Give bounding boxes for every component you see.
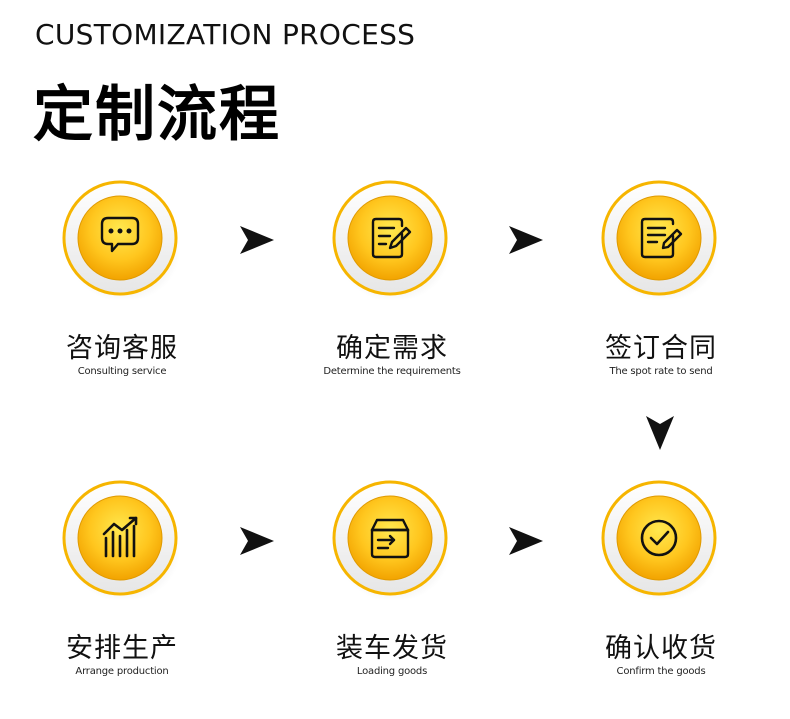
page-title-cn: 定制流程 <box>33 80 281 150</box>
check-circle-icon <box>640 519 678 557</box>
step-title: 咨询客服 <box>66 333 178 364</box>
step-subtitle: Loading goods <box>356 666 428 677</box>
step-subtitle: Consulting service <box>77 366 167 377</box>
step-badge <box>601 180 721 300</box>
step-badge <box>62 180 182 300</box>
step-determine-requirements: 确定需求 Determine the requirements <box>292 180 492 390</box>
production-chart-icon <box>102 516 138 558</box>
contract-sign-icon <box>640 217 683 259</box>
document-edit-icon <box>371 217 412 259</box>
step-subtitle: Confirm the goods <box>616 666 706 677</box>
step-badge <box>332 180 452 300</box>
arrow-right-icon <box>240 226 274 254</box>
step-title: 确认收货 <box>605 633 717 664</box>
step-title: 签订合同 <box>605 333 717 364</box>
step-badge <box>601 480 721 600</box>
step-title: 安排生产 <box>66 633 178 664</box>
step-title: 确定需求 <box>336 333 448 364</box>
step-subtitle: The spot rate to send <box>609 366 713 377</box>
step-loading-goods: 装车发货 Loading goods <box>292 480 492 690</box>
step-sign-contract: 签订合同 The spot rate to send <box>561 180 761 390</box>
step-badge <box>62 480 182 600</box>
step-subtitle: Determine the requirements <box>323 366 461 377</box>
arrow-down-icon <box>646 416 674 450</box>
step-arrange-production: 安排生产 Arrange production <box>22 480 222 690</box>
arrow-right-icon <box>509 226 543 254</box>
page-title-en: CUSTOMIZATION PROCESS <box>35 18 416 51</box>
step-consulting-service: 咨询客服 Consulting service <box>22 180 222 390</box>
step-title: 装车发货 <box>336 633 448 664</box>
step-confirm-goods: 确认收货 Confirm the goods <box>561 480 761 690</box>
delivery-box-icon <box>370 518 410 559</box>
step-subtitle: Arrange production <box>75 666 169 677</box>
chat-bubble-icon <box>100 216 140 253</box>
arrow-right-icon <box>240 527 274 555</box>
arrow-right-icon <box>509 527 543 555</box>
step-badge <box>332 480 452 600</box>
